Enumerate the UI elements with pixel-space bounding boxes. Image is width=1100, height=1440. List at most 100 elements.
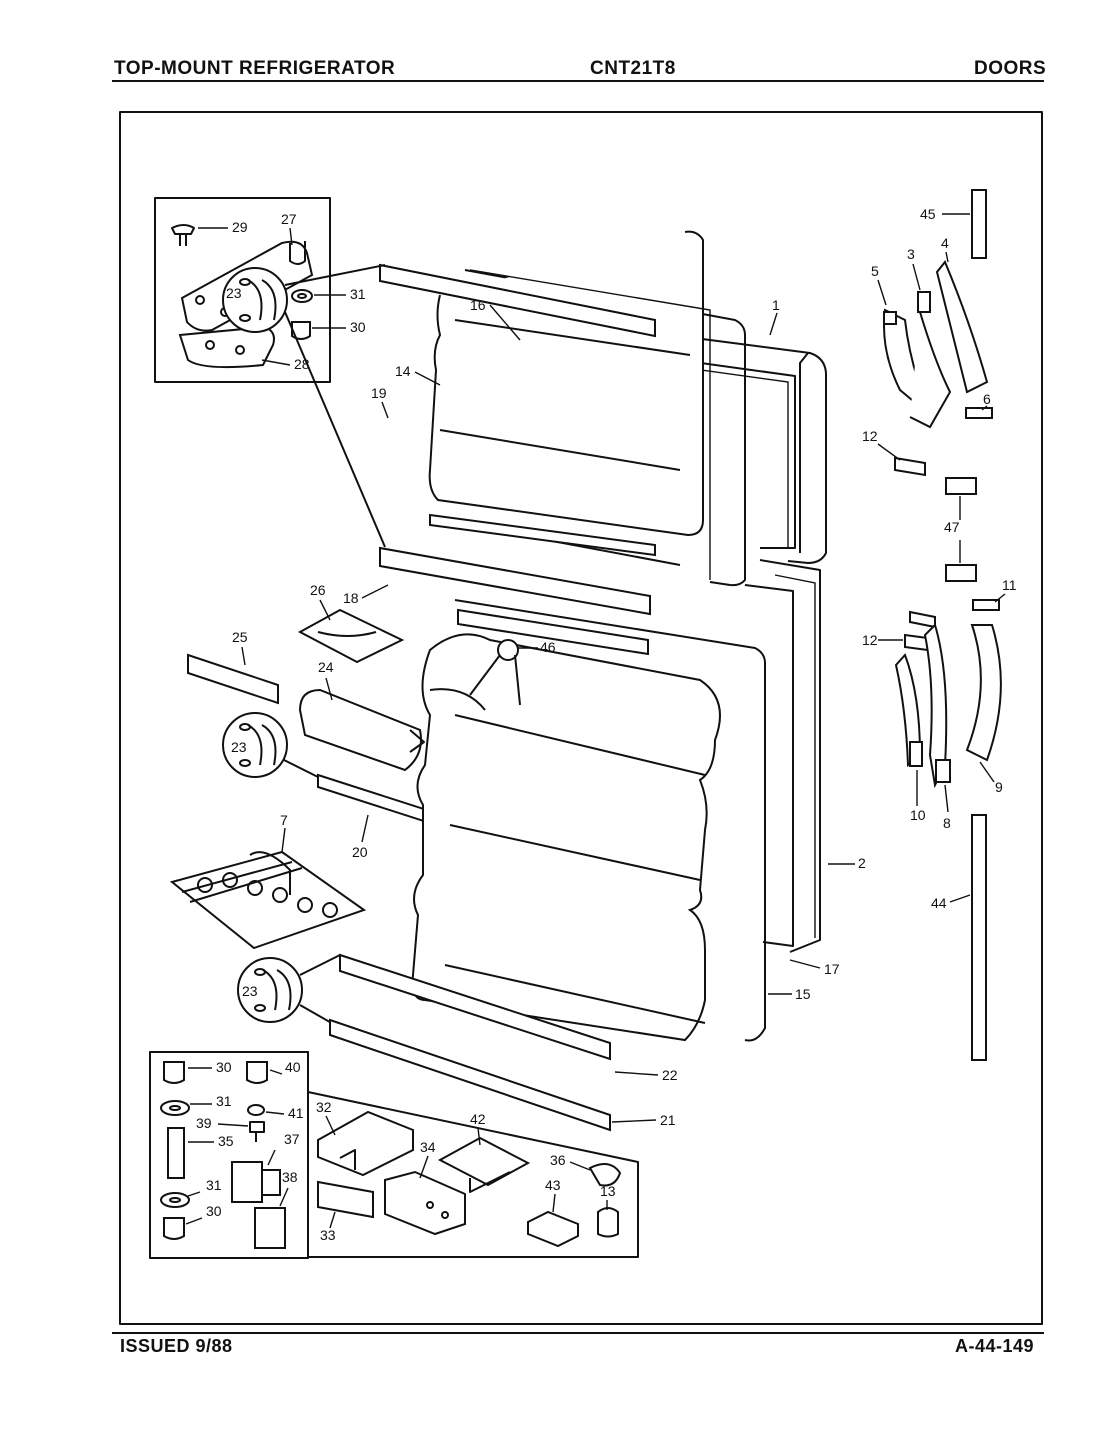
fresh-food-door-gasket-17 [744,584,794,947]
callout-44: 44 [931,895,947,911]
callout-24: 24 [318,659,334,675]
callout-4: 4 [941,235,949,251]
trim-strip-45 [971,189,987,259]
bushing-30b [163,1061,185,1084]
callout-31b: 31 [216,1093,232,1109]
hinge-bracket-37 [231,1161,281,1203]
callout-35: 35 [218,1133,234,1149]
callout-27: 27 [281,211,297,227]
handle-end-10 [894,653,923,768]
bushing-40 [246,1061,268,1084]
footer-rule [112,1332,1044,1334]
callout-23c: 23 [242,983,258,999]
diagram-frame [119,111,1043,1325]
hinge-shim-33 [317,1180,374,1219]
washer-41 [247,1104,265,1116]
callout-30b: 30 [216,1059,232,1075]
handle-spacer-47a [945,477,977,495]
washer-31b [160,1100,190,1116]
handle-4 [935,260,989,394]
footer-issue-date: ISSUED 9/88 [120,1336,233,1356]
header-model-number: CNT21T8 [590,58,676,79]
callout-9: 9 [995,779,1003,795]
callout-40: 40 [285,1059,301,1075]
callout-29: 29 [232,219,248,235]
callout-25: 25 [232,629,248,645]
callout-46: 46 [540,639,556,655]
callout-30c: 30 [206,1203,222,1219]
callout-30a: 30 [350,319,366,335]
fresh-food-door-outer-2 [759,559,821,953]
callout-23b: 23 [231,739,247,755]
egg-tray-7 [169,850,367,950]
callout-19: 19 [371,385,387,401]
callout-31c: 31 [206,1177,222,1193]
hinge-cover-36 [588,1163,622,1187]
callout-2: 2 [858,855,866,871]
header-title: TOP-MOUNT REFRIGERATOR [114,58,396,79]
freezer-shelf-bar-18 [379,546,651,616]
callout-41: 41 [288,1105,304,1121]
bushing-30 [291,321,311,340]
callout-23a: 23 [226,285,242,301]
lamp-lens-46 [469,639,521,706]
callout-16: 16 [470,297,486,313]
nameplate-25 [187,653,279,705]
door-shelf-bar-21 [329,1018,611,1132]
handle-cap-11 [972,599,1000,611]
freezer-shelf-rail [429,513,656,557]
dairy-bin-24 [298,688,425,772]
footer-drawing-number: A-44-149 [955,1336,1035,1356]
handle-bracket-8 [923,623,951,789]
callout-6: 6 [983,391,991,407]
top-hinge-inset-box [154,197,331,383]
butter-door-26 [297,608,405,664]
handle-9 [965,624,1002,762]
callout-18: 18 [343,590,359,606]
callout-39: 39 [196,1115,212,1131]
callout-1: 1 [772,297,780,313]
callout-21: 21 [660,1112,676,1128]
fresh-food-shelf-rail [457,608,649,656]
trim-strip-44 [971,814,987,1061]
freezer-shelf-bar-19 [379,263,656,338]
callout-20: 20 [352,844,368,860]
header-rule [112,80,1044,82]
callout-7: 7 [280,812,288,828]
bar-clip-detail-23c [237,954,341,1026]
handle-cap-6 [965,407,993,419]
callout-26: 26 [310,582,326,598]
callout-14: 14 [395,363,411,379]
callout-8: 8 [943,815,951,831]
handle-bracket-3 [909,291,952,429]
callout-47: 47 [944,519,960,535]
callout-45: 45 [920,206,936,222]
screw-39 [249,1121,265,1142]
callout-36: 36 [550,1152,566,1168]
hinge-plate-34 [384,1170,466,1236]
hinge-shim-28 [178,325,275,369]
callout-5: 5 [871,263,879,279]
callout-34: 34 [420,1139,436,1155]
callout-11: 11 [1002,577,1017,593]
callout-42: 42 [470,1111,486,1127]
bar-clip-detail-23b [222,712,325,781]
hinge-bracket-43 [527,1210,579,1248]
callout-38: 38 [282,1169,298,1185]
callout-31a: 31 [350,286,366,302]
hinge-plate-42 [437,1136,531,1193]
callout-13: 13 [600,1183,616,1199]
callout-3: 3 [907,246,915,262]
center-hinge-32 [317,1110,414,1177]
callout-17: 17 [824,961,840,977]
hinge-bracket-38 [254,1207,286,1249]
handle-screw-12a [894,456,926,477]
callout-12a: 12 [862,428,878,444]
bar-clip-detail-23a [222,264,386,548]
callout-12b: 12 [862,632,878,648]
bottom-hinge-inset-box [149,1051,309,1259]
header-section: DOORS [974,58,1047,79]
callout-37: 37 [284,1131,300,1147]
handle-spacer-47b [945,564,977,582]
